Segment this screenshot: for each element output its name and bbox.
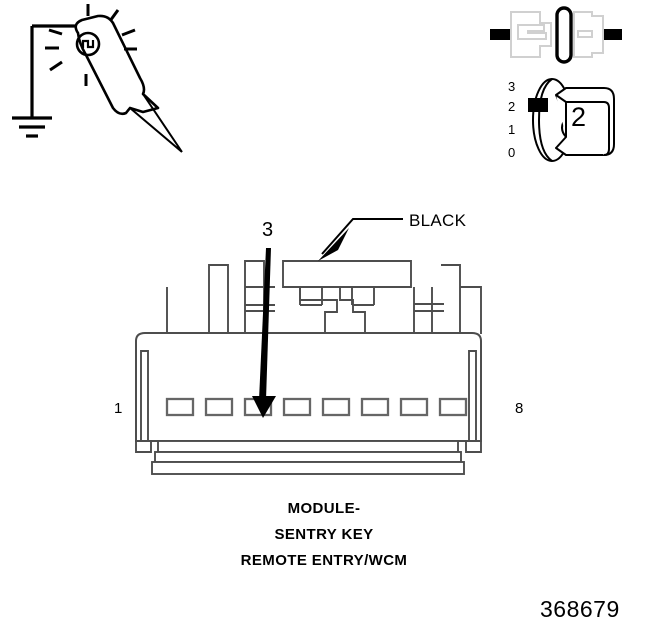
figure-caption: MODULE- SENTRY KEY REMOTE ENTRY/WCM [0, 500, 648, 578]
key-position-label-2: 2 [508, 99, 516, 114]
right-wire-stub [600, 29, 622, 40]
terminal-cavity-2 [204, 397, 234, 417]
caption-line-1: MODULE- [287, 500, 361, 517]
wire-color-label: BLACK [409, 211, 467, 230]
caption-line-3: REMOTE ENTRY/WCM [240, 552, 408, 569]
terminal-cavity-7 [399, 397, 429, 417]
terminal-cavity-1 [165, 397, 195, 417]
key-position-label-3: 3 [508, 79, 516, 94]
caption-line-2: SENTRY KEY [274, 526, 374, 543]
terminal-cavity-4 [282, 397, 312, 417]
probe-tip [129, 93, 183, 153]
key-position-label-0: 0 [508, 145, 516, 160]
left-wire-stub [490, 29, 512, 40]
light-rays-icon [45, 4, 137, 86]
figure-number: 368679 [540, 596, 620, 622]
key-position-marker [528, 98, 548, 112]
connector-bottom-bands [135, 440, 482, 475]
connector-top-structure [166, 260, 482, 335]
disconnect-marker [555, 6, 573, 64]
cavity-last-label: 8 [515, 400, 524, 417]
key-head-digit-label: 2 [571, 102, 587, 132]
lamp-bulb-icon [75, 31, 101, 57]
terminal-cavity-5 [321, 397, 351, 417]
lamp-filament-glyph [81, 39, 95, 49]
key-head-body [555, 87, 615, 156]
cavity-3-label: 3 [262, 219, 274, 241]
connector-body-outline [135, 332, 482, 442]
chassis-ground-icon [12, 26, 52, 138]
black-wire-leader [318, 218, 403, 261]
terminal-cavity-6 [360, 397, 390, 417]
male-connector-half [510, 11, 552, 58]
female-connector-half [573, 11, 604, 58]
cavity-first-label: 1 [114, 400, 123, 417]
terminal-cavity-row [165, 397, 468, 417]
cavity-3-callout-arrow [252, 248, 276, 418]
terminal-cavity-8 [438, 397, 468, 417]
key-position-label-1: 1 [508, 122, 516, 137]
